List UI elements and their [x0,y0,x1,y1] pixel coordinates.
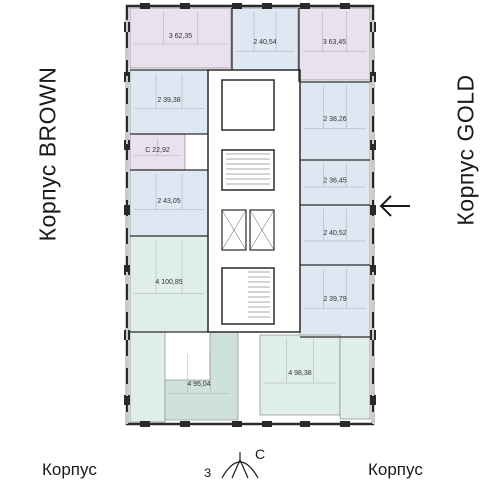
apartment-label-w-s: С 22,92 [145,147,170,154]
lift-cross [221,209,247,251]
building-core [207,69,301,333]
column [124,140,130,150]
apartment-sw-extra [129,331,166,423]
apartment-label-s-4: 4 98,38 [288,370,311,377]
apartment-ne-1 [298,7,371,81]
apartment-label-w-2: 2 43,05 [157,198,180,205]
compass-west-label: З [204,466,212,480]
lift-cross [249,209,275,251]
column [180,3,190,9]
column [124,395,130,405]
column [124,265,130,275]
apartment-label-w-1: 2 39,38 [157,97,180,104]
column [340,3,350,9]
column [140,421,150,427]
apartment-label-ne-1: 3 63,45 [323,39,346,46]
apartment-se-extra [339,336,371,420]
building-label-bottom-left: Корпус [42,460,97,479]
apartment-e-4 [299,264,371,338]
apartment-e-2 [299,159,371,206]
stairwell [221,267,275,325]
building-label-bottom-right: Корпус [368,460,423,479]
building-label-gold: Корпус GOLD [452,74,479,226]
lift-shaft [221,79,275,131]
column [124,205,130,215]
lift-car [249,209,275,251]
column [262,3,272,9]
column [370,265,376,275]
apartment-label-e-4: 2 39,79 [323,296,346,303]
apartment-label-w-4: 4 100,85 [155,279,182,286]
lift-car [221,209,247,251]
column [232,3,242,9]
column [232,421,242,427]
apartment-label-nw-1: 3 62,35 [169,33,192,40]
entrance-arrow-icon [379,195,410,217]
apartment-s-4 [259,334,341,416]
stairwell [221,149,275,191]
column [370,395,376,405]
apartment-label-e-3: 2 40,52 [323,230,346,237]
apartment-label-n-1: 2 40,54 [253,39,276,46]
apartment-label-e-1: 2 38,26 [323,116,346,123]
apartment-e-3 [299,204,371,266]
apartment-label-sw-4: 4 95,04 [187,381,210,388]
column [300,421,310,427]
apartment-w-4 [129,235,209,333]
column [180,421,190,427]
compass-icon [221,452,259,479]
building-label-brown: Корпус BROWN [34,66,61,242]
apartment-nw-1 [129,7,232,69]
column [340,421,350,427]
column [140,3,150,9]
column [262,421,272,427]
apartment-label-e-2: 2 36,45 [323,178,346,185]
watermark: ЦИАН [378,370,458,400]
column [370,140,376,150]
column [300,3,310,9]
compass-north-label: С [255,446,266,462]
column [370,205,376,215]
